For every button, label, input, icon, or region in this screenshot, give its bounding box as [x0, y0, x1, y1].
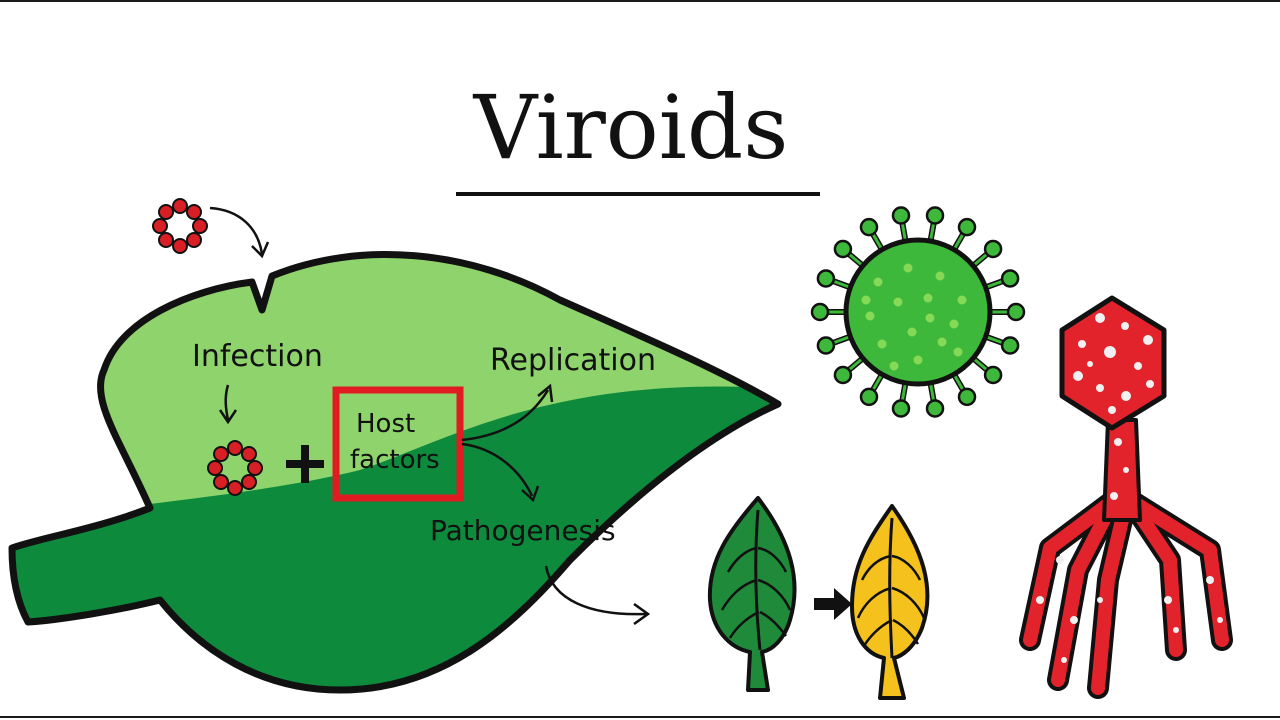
- replication-label: Replication: [490, 343, 656, 378]
- viroid-ring-outside: [152, 198, 208, 254]
- yellowed-leaf-icon: [850, 504, 930, 700]
- entry-arrow-head: [251, 241, 270, 259]
- pathogenesis-label: Pathogenesis: [430, 514, 616, 547]
- replication-arrow: [461, 389, 550, 442]
- pathogenesis-arrow-head: [521, 485, 540, 503]
- symptom-arrow-head: [633, 602, 651, 626]
- entry-arrow: [209, 206, 264, 255]
- transition-arrow-icon: [814, 588, 852, 620]
- title-underline: [456, 192, 820, 196]
- factors-label: factors: [350, 445, 440, 475]
- infection-arrow: [224, 384, 230, 421]
- host-label: Host: [356, 409, 415, 439]
- leaf-diagram: [8, 251, 782, 694]
- frame-bottom-border: [0, 716, 1280, 718]
- pathogenesis-arrow: [461, 442, 534, 497]
- leaf-outline: [8, 251, 782, 694]
- infection-arrow-head: [218, 409, 238, 425]
- plus-icon: [286, 445, 324, 483]
- host-factors-box: [332, 386, 464, 502]
- virus-icon: [810, 206, 1026, 418]
- infection-label: Infection: [192, 339, 323, 374]
- page-title: Viroids: [473, 76, 789, 179]
- viroid-ring-inside: [207, 440, 263, 496]
- bacteriophage-icon: [1019, 295, 1233, 699]
- healthy-leaf-icon: [707, 496, 797, 692]
- replication-arrow-head: [537, 383, 554, 403]
- frame-top-border: [0, 0, 1280, 2]
- symptom-arrow: [544, 565, 647, 616]
